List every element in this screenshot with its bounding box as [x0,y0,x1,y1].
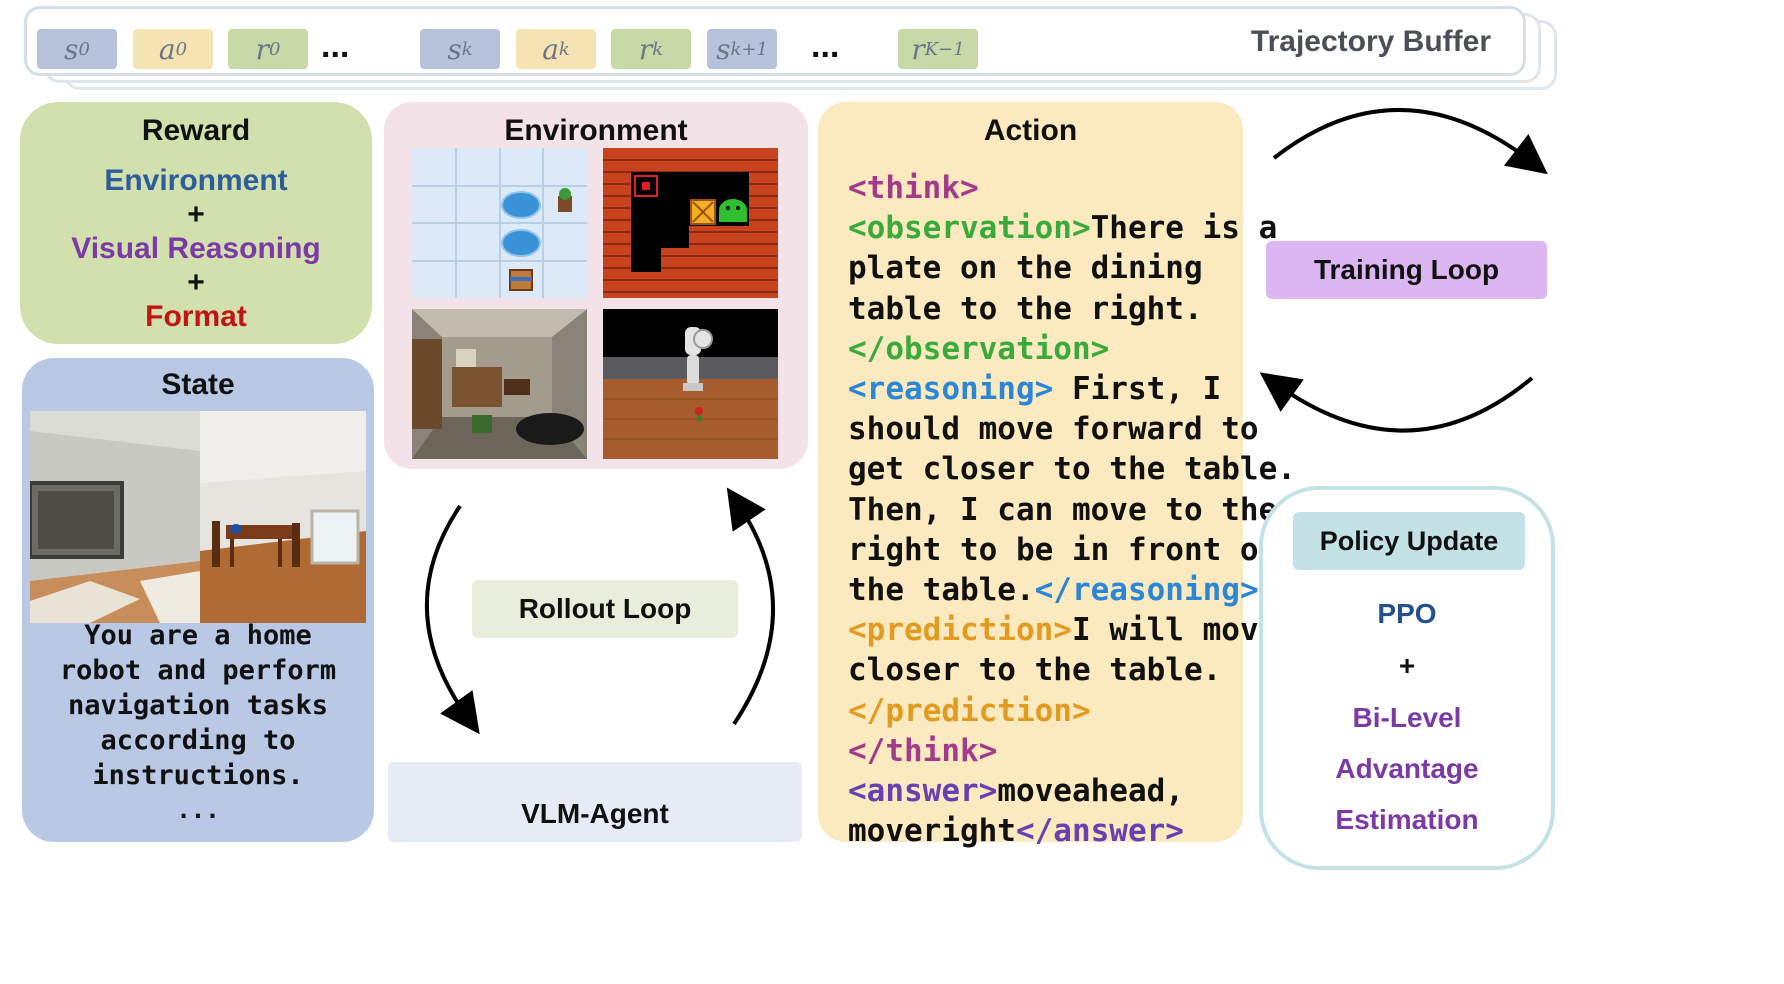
action-response: <think> <observation>There is a plate on… [848,168,1298,851]
rollout-loop-label: Rollout Loop [472,580,738,638]
state-ellipsis: ... [176,796,220,824]
state-instruction: You are a home robot and perform navigat… [59,620,337,791]
think-close-tag: </think> [848,732,998,769]
policy-plus: + [1398,650,1416,681]
training-arrow-bottom [1260,372,1534,433]
sokoban-image [603,148,778,298]
rollout-loop-text: Rollout Loop [518,593,692,624]
training-loop-box: Training Loop [1266,241,1547,299]
answer-open-tag: <answer> [848,773,998,810]
vlm-agent-box: VLM-Agent [388,762,802,842]
vlm-agent-label: VLM-Agent [521,798,669,829]
reward-title: Reward [141,114,251,147]
kitchen-image [412,309,587,459]
prediction-text: I will move closer to the table. [848,612,1278,689]
policy-update-panel: Policy Update PPO + Bi-Level Advantage E… [1259,486,1555,870]
think-open-tag: <think> [848,170,979,206]
reasoning-open-tag: <reasoning> [848,371,1054,408]
policy-update-title-box: Policy Update [1293,512,1525,570]
policy-bilevel-line1: Bi-Level [1352,702,1462,733]
frozenlake-image [412,148,587,298]
rollout-arrow-down [425,504,480,735]
reasoning-close-tag: </reasoning> [1034,572,1259,609]
state-room-image [30,411,366,623]
state-title: State [161,368,235,401]
reward-environment: Environment [104,164,288,197]
policy-bilevel-line3: Estimation [1335,804,1479,835]
ellipsis-1: ... [321,27,350,65]
prediction-open-tag: <prediction> [848,612,1072,649]
action-panel: Action <think> <observation>There is a p… [818,102,1296,849]
observation-text: There is a plate on the dining table to … [848,210,1296,327]
policy-ppo: PPO [1377,598,1437,629]
reward-plus-2: + [187,266,205,299]
trajectory-buffer-title: Trajectory Buffer [1250,25,1491,58]
policy-update-title: Policy Update [1319,525,1499,556]
observation-close-tag: </observation> [848,330,1110,367]
robot-arm-image [603,309,778,459]
reward-plus-1: + [187,198,205,231]
observation-open-tag: <observation> [848,210,1091,247]
environment-title: Environment [504,114,688,147]
reasoning-text: First, I should move forward to get clos… [848,371,1296,609]
training-arrows [1260,108,1548,433]
reward-format: Format [145,300,247,333]
rollout-arrow-up [726,487,775,726]
reward-visual-reasoning: Visual Reasoning [71,232,321,265]
training-arrow-top [1272,108,1548,175]
training-loop-label: Training Loop [1313,254,1500,285]
ellipsis-2: ... [811,27,840,65]
state-panel: State You are a home robot and perform n… [22,358,374,842]
prediction-close-tag: </prediction> [848,692,1091,729]
action-title: Action [983,114,1078,147]
answer-text: moveahead, moveright [848,773,1203,850]
rollout-arrows [425,487,775,735]
policy-bilevel-line2: Advantage [1335,753,1479,784]
environment-panel: Environment [384,102,808,469]
answer-close-tag: </answer> [1015,813,1184,850]
reward-panel: Reward Environment + Visual Reasoning + … [20,102,372,344]
